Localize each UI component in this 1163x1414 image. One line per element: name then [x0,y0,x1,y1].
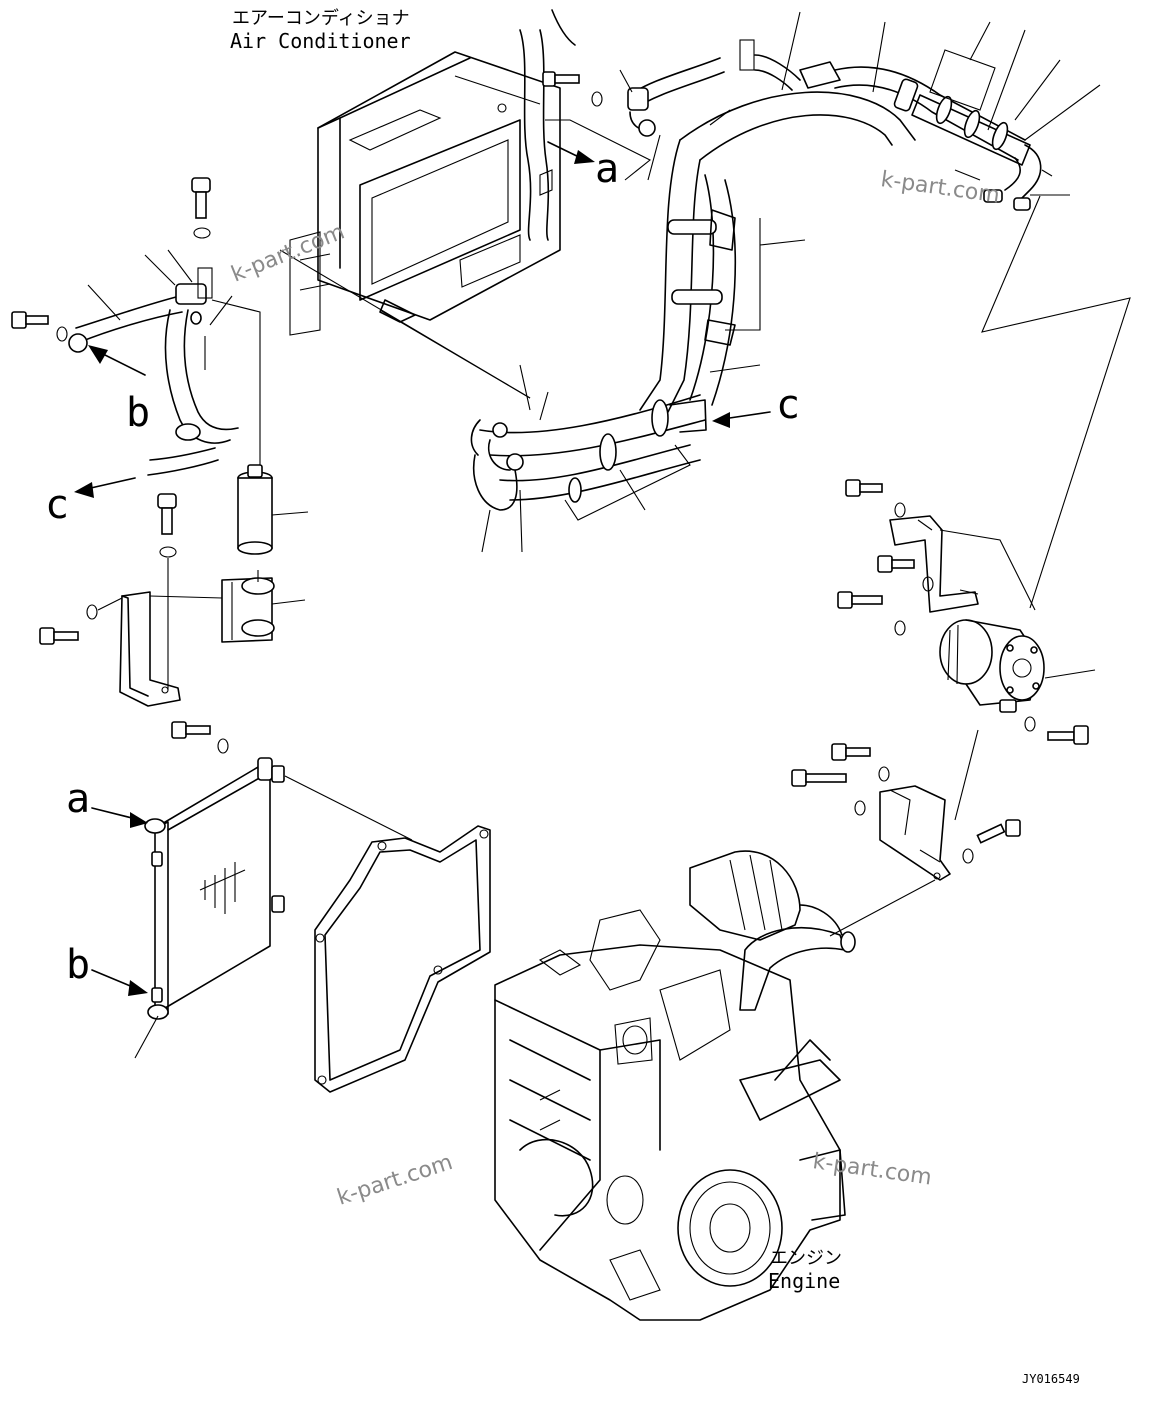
callout-c-right: c [776,382,800,428]
condenser [144,757,285,1020]
center-hose-assembly [470,39,916,511]
bolt [1024,716,1089,745]
compressor-upper-bracket [889,515,979,613]
engine-label-en: Engine [768,1269,840,1293]
bolt [39,604,98,645]
bolt [791,769,866,816]
watermark: k-part.com [811,1149,933,1190]
receiver-drier [237,464,273,555]
compressor [939,619,1045,713]
drier-bracket [119,570,275,707]
watermark: k-part.com [228,220,348,288]
leader-line [279,249,531,399]
drawing-number: JY016549 [1022,1372,1080,1386]
engine-label-jp: エンジン [770,1248,842,1269]
callout-b-left: b [126,390,150,436]
top-right-pipe [834,66,1053,211]
engine [494,850,856,1321]
air-conditioner-label-jp: エアーコンディショナ [232,8,410,29]
compressor-lower-bracket [879,785,951,881]
air-conditioner-unit [289,9,576,336]
bolt [837,591,906,636]
bolt [171,721,229,754]
bolt [831,743,890,782]
watermark: k-part.com [879,167,1001,208]
bolt [962,819,1021,864]
bolt [542,71,603,107]
bolt [877,555,934,592]
callout-a-top: a [595,146,619,192]
air-conditioner-label-en: Air Conditioner [230,29,411,53]
callout-b-condenser: b [66,942,90,988]
condenser-gasket-frame [314,825,491,1093]
callout-c-left: c [45,482,69,528]
bolt [191,177,211,239]
callout-a-condenser: a [66,776,90,822]
bolt [845,479,906,518]
watermark: k-part.com [334,1150,456,1211]
bolt [157,493,177,558]
left-hose-assembly [11,267,239,476]
